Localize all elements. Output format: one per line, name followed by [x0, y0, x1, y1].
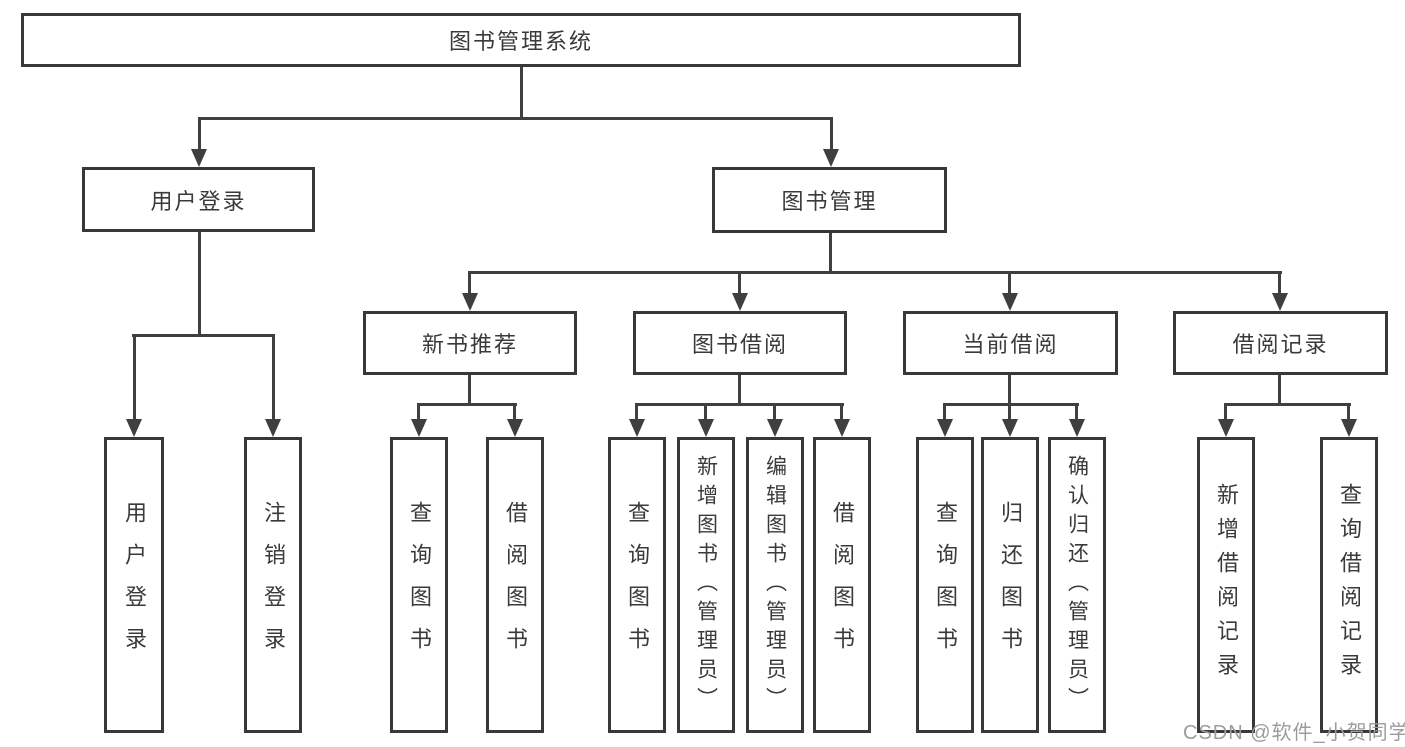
node-label: 当前借阅 — [962, 332, 1059, 357]
node-label: 注销登录 — [261, 501, 286, 669]
node-label: 新增借阅记录 — [1214, 483, 1239, 687]
connector-current-borrow-split — [943, 403, 1079, 406]
leaf-return-book: 归还图书 — [981, 437, 1039, 733]
leaf-query-books-current: 查询图书 — [916, 437, 974, 733]
leaf-logout: 注销登录 — [244, 437, 302, 733]
connector-root-split — [198, 117, 832, 120]
node-current-borrow: 当前借阅 — [903, 311, 1118, 375]
connector-user-login-stem — [198, 232, 201, 336]
arrow-down-icon — [698, 419, 714, 437]
node-label: 归还图书 — [998, 501, 1023, 669]
connector-to-borrow-records — [1278, 271, 1281, 295]
node-label: 图书管理系统 — [448, 29, 593, 54]
arrow-down-icon — [732, 293, 748, 311]
leaf-add-book-admin: 新增图书（管理员） — [677, 437, 735, 733]
node-book-management: 图书管理 — [712, 167, 947, 233]
leaf-borrow-books-recommend: 借阅图书 — [486, 437, 544, 733]
node-label: 新增图书（管理员） — [694, 454, 718, 716]
node-user-login: 用户登录 — [82, 167, 315, 232]
arrow-down-icon — [1002, 293, 1018, 311]
arrow-down-icon — [767, 419, 783, 437]
arrow-down-icon — [411, 419, 427, 437]
node-label: 查询图书 — [407, 501, 432, 669]
connector-to-book-management — [830, 117, 833, 151]
connector-to-user-login — [198, 117, 201, 151]
leaf-confirm-return-admin: 确认归还（管理员） — [1048, 437, 1106, 733]
connector-borrow-records-stem — [1278, 375, 1281, 406]
leaf-query-books-borrow: 查询图书 — [608, 437, 666, 733]
connector-book-management-stem — [829, 233, 832, 273]
connector-to-leaf — [1008, 403, 1011, 421]
connector-to-leaf — [943, 403, 946, 421]
node-new-book-recommend: 新书推荐 — [363, 311, 577, 375]
arrow-down-icon — [834, 419, 850, 437]
connector-to-leaf — [704, 403, 707, 421]
node-label: 确认归还（管理员） — [1065, 454, 1089, 716]
arrow-down-icon — [1002, 419, 1018, 437]
node-label: 编辑图书（管理员） — [763, 454, 787, 716]
csdn-watermark: CSDN @软件_小贺同学 — [1183, 722, 1405, 744]
arrow-down-icon — [823, 149, 839, 167]
leaf-query-borrow-record: 查询借阅记录 — [1320, 437, 1378, 733]
node-label: 新书推荐 — [421, 332, 518, 357]
connector-to-new-book — [468, 271, 471, 295]
node-label: 查询图书 — [933, 501, 958, 669]
arrow-down-icon — [1272, 293, 1288, 311]
arrow-down-icon — [937, 419, 953, 437]
node-label: 图书管理 — [781, 189, 878, 214]
node-label: 图书借阅 — [691, 332, 788, 357]
leaf-edit-book-admin: 编辑图书（管理员） — [746, 437, 804, 733]
connector-book-borrow-stem — [738, 375, 741, 406]
arrow-down-icon — [1341, 419, 1357, 437]
connector-to-leaf — [513, 403, 516, 421]
node-book-borrow: 图书借阅 — [633, 311, 847, 375]
connector-to-book-borrow — [738, 271, 741, 295]
node-borrow-records: 借阅记录 — [1173, 311, 1388, 375]
arrow-down-icon — [629, 419, 645, 437]
connector-to-leaf — [1347, 403, 1350, 421]
connector-book-management-split — [468, 271, 1282, 274]
node-library-management-system: 图书管理系统 — [21, 13, 1021, 67]
connector-to-leaf — [417, 403, 420, 421]
connector-book-borrow-split — [635, 403, 844, 406]
leaf-user-login: 用户登录 — [104, 437, 164, 733]
arrow-down-icon — [507, 419, 523, 437]
arrow-down-icon — [126, 419, 142, 437]
arrow-down-icon — [191, 149, 207, 167]
node-label: 借阅记录 — [1232, 332, 1329, 357]
leaf-borrow-books: 借阅图书 — [813, 437, 871, 733]
connector-to-leaf — [635, 403, 638, 421]
connector-to-leaf — [840, 403, 843, 421]
leaf-query-books-recommend: 查询图书 — [390, 437, 448, 733]
arrow-down-icon — [462, 293, 478, 311]
node-label: 用户登录 — [122, 501, 147, 669]
arrow-down-icon — [1218, 419, 1234, 437]
connector-new-book-split — [417, 403, 517, 406]
connector-to-leaf — [773, 403, 776, 421]
node-label: 借阅图书 — [503, 501, 528, 669]
connector-root-stem — [520, 67, 523, 118]
connector-to-leaf — [1224, 403, 1227, 421]
leaf-add-borrow-record: 新增借阅记录 — [1197, 437, 1255, 733]
connector-to-leaf — [272, 334, 275, 420]
node-label: 借阅图书 — [830, 501, 855, 669]
arrow-down-icon — [1069, 419, 1085, 437]
connector-user-login-split — [132, 334, 274, 337]
connector-to-leaf — [133, 334, 136, 420]
arrow-down-icon — [265, 419, 281, 437]
node-label: 查询借阅记录 — [1337, 483, 1362, 687]
connector-to-leaf — [1075, 403, 1078, 421]
node-label: 查询图书 — [625, 501, 650, 669]
connector-current-borrow-stem — [1008, 375, 1011, 406]
connector-borrow-records-split — [1224, 403, 1351, 406]
connector-to-current-borrow — [1008, 271, 1011, 295]
node-label: 用户登录 — [150, 188, 247, 214]
connector-new-book-stem — [468, 375, 471, 406]
